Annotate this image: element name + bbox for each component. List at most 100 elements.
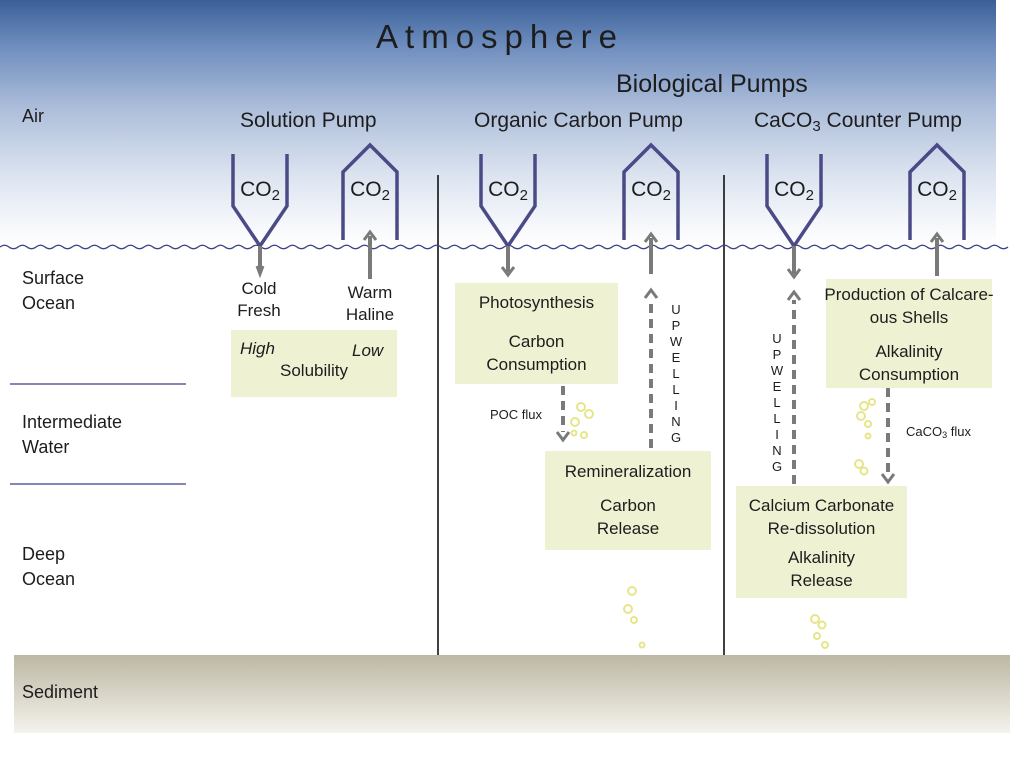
production-line1: Production of Calcare- — [824, 285, 994, 304]
alkalinity-consumption-line2: Consumption — [858, 365, 960, 384]
co2-main: CO — [917, 178, 949, 201]
warm-text: Warm — [347, 283, 393, 302]
dashed-arrows — [561, 298, 890, 484]
bubble — [817, 620, 827, 630]
redissolution-line1: Calcium Carbonate — [748, 496, 895, 515]
solution-down-arrowhead — [255, 265, 265, 279]
warm-haline-label: Warm Haline — [333, 282, 407, 326]
zone-deep-ocean: Deep Ocean — [22, 542, 75, 592]
co2-sub: 2 — [948, 187, 957, 204]
bubble — [854, 459, 864, 469]
alkalinity-consumption-line1: Alkalinity — [875, 342, 943, 361]
cold-fresh-label: Cold Fresh — [222, 278, 296, 322]
production-line2: ous Shells — [869, 308, 949, 327]
bubble — [570, 429, 578, 437]
production-shells-box — [826, 279, 992, 388]
solution-up-arrowhead — [362, 229, 378, 241]
atmosphere-gradient — [0, 0, 996, 250]
co2-main: CO — [240, 178, 272, 201]
solubility-label: Solubility — [280, 361, 349, 380]
alkalinity-release-line1: Alkalinity — [787, 548, 856, 567]
bubble — [810, 614, 820, 624]
solution-pump-heading: Solution Pump — [240, 109, 377, 132]
bubble — [630, 616, 638, 624]
caco3-flux-label: CaCO3 flux — [906, 424, 971, 440]
remineralization-text: Remineralization Carbon Release — [545, 460, 711, 540]
bubble — [638, 641, 646, 649]
fresh-text: Fresh — [237, 301, 281, 320]
zone-surface-line1: Surface — [22, 268, 85, 288]
photosynthesis-label: Photosynthesis — [478, 293, 595, 312]
caco3-upwelling-label: U P W E L L I N G — [770, 331, 784, 474]
caco3-suffix: Counter Pump — [820, 109, 962, 132]
bubble — [868, 398, 876, 406]
caco3-prefix: CaCO — [754, 109, 813, 132]
zone-deep-line1: Deep — [22, 544, 66, 564]
alkalinity-release-line2: Release — [790, 571, 853, 590]
carbon-consumption-line2: Consumption — [486, 355, 587, 374]
co2-main: CO — [774, 178, 806, 201]
caco3-outgas-valve — [908, 142, 966, 240]
remineralization-box — [545, 451, 711, 550]
co2-main: CO — [350, 178, 382, 201]
zone-sediment: Sediment — [22, 682, 99, 702]
redissolution-line2: Re-dissolution — [767, 519, 876, 538]
photosynthesis-box — [455, 283, 618, 384]
bubble — [576, 402, 586, 412]
caco3-flux-suffix: flux — [947, 424, 971, 439]
organic-up-arrowhead — [643, 231, 659, 243]
calcium-redissolution-box — [736, 486, 907, 598]
organic-carbon-pump-heading: Organic Carbon Pump — [474, 109, 683, 132]
co2-main: CO — [631, 178, 663, 201]
dashed-arrowheads — [555, 287, 896, 485]
solution-outgas-valve — [341, 142, 399, 240]
zone-intermediate-line2: Water — [22, 437, 70, 457]
co2-sub: 2 — [381, 187, 390, 204]
zone-deep-line2: Ocean — [22, 569, 76, 589]
cold-text: Cold — [241, 279, 277, 298]
haline-text: Haline — [345, 305, 395, 324]
zone-air: Air — [22, 106, 44, 126]
bubble — [584, 409, 594, 419]
bubble — [580, 431, 588, 439]
zone-intermediate-water: Intermediate Water — [22, 410, 122, 460]
photosynthesis-text: Photosynthesis Carbon Consumption — [455, 291, 618, 376]
caco3-flux-arrowhead — [880, 473, 896, 485]
bubble — [570, 417, 580, 427]
co2-label-organic-in: CO2 — [473, 178, 543, 204]
zone-surface-line2: Ocean — [22, 293, 76, 313]
calcium-redissolution-text: Calcium Carbonate Re-dissolution Alkalin… — [729, 494, 914, 592]
solubility-box — [231, 330, 397, 397]
co2-label-caco3-in: CO2 — [759, 178, 829, 204]
bubble — [859, 401, 869, 411]
production-shells-text: Production of Calcare- ous Shells Alkali… — [812, 283, 1006, 386]
organic-upwelling-arrowhead — [643, 287, 659, 299]
carbon-release-line2: Release — [596, 519, 660, 538]
solubility-low: Low — [352, 341, 384, 360]
bubble — [859, 466, 869, 476]
sediment-layer — [14, 655, 1010, 733]
bubble — [864, 420, 872, 428]
zone-surface-ocean: Surface Ocean — [22, 266, 84, 316]
solid-arrows — [255, 229, 945, 280]
organic-outgas-valve — [622, 142, 680, 240]
carbon-release-line1: Carbon — [600, 496, 656, 515]
particle-bubbles — [570, 398, 876, 649]
poc-flux-arrowhead — [555, 431, 571, 443]
carbon-consumption-line1: Carbon — [508, 332, 565, 351]
co2-sub: 2 — [271, 187, 280, 204]
co2-sub: 2 — [662, 187, 671, 204]
caco3-upwelling-arrowhead — [786, 289, 802, 301]
caco3-flux-prefix: CaCO — [906, 424, 943, 439]
caco3-sub: 3 — [812, 118, 821, 135]
bubble — [627, 586, 637, 596]
zone-intermediate-line1: Intermediate — [22, 412, 123, 432]
co2-sub: 2 — [805, 187, 814, 204]
bubble — [623, 604, 633, 614]
atmosphere-title: Atmosphere — [376, 18, 624, 55]
bubble — [856, 411, 866, 421]
co2-label-solution-in: CO2 — [225, 178, 295, 204]
co2-main: CO — [488, 178, 520, 201]
caco3-flux-sub: 3 — [942, 430, 948, 440]
